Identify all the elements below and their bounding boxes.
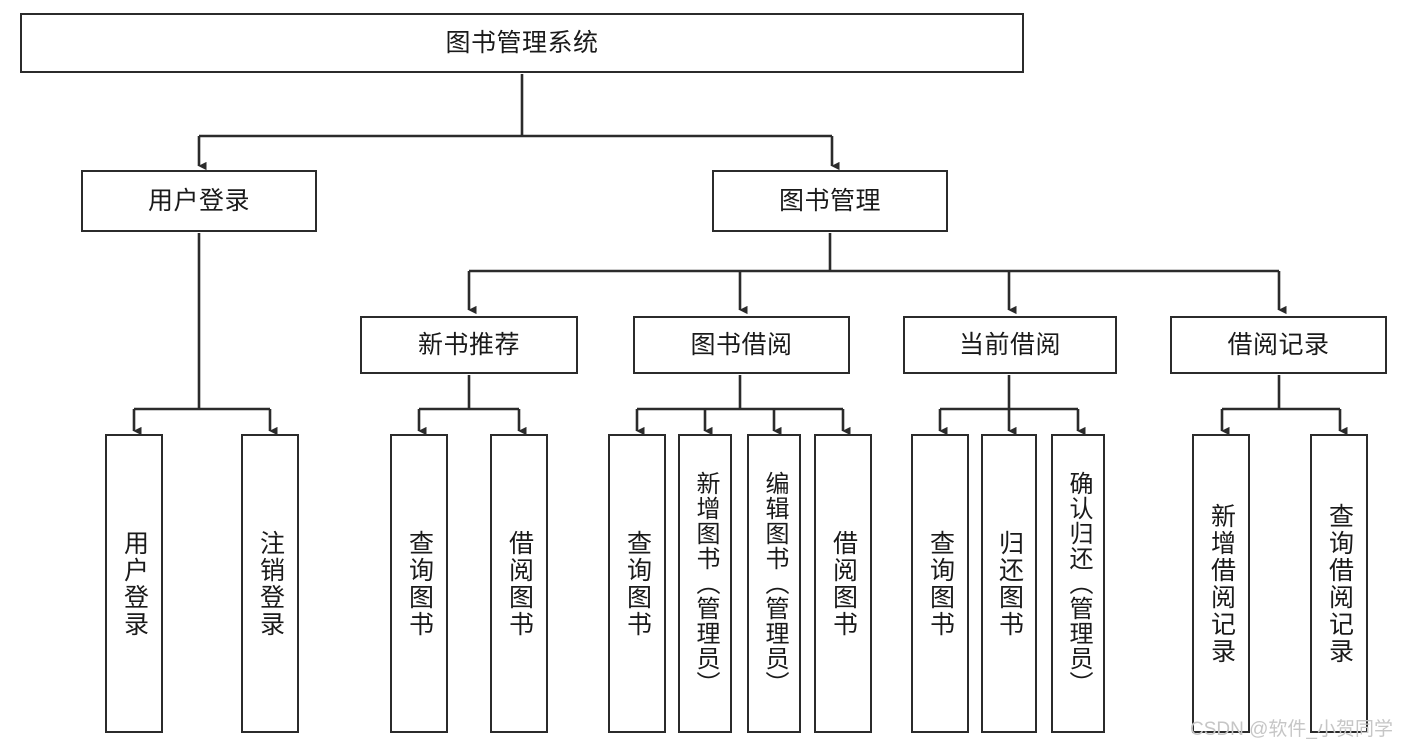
node-leaf-borrow-borrow-book[interactable]: 借阅图书: [814, 434, 872, 733]
node-root-book-management-system[interactable]: 图书管理系统: [20, 13, 1024, 73]
node-leaf-user-login-label: 用户登录: [120, 529, 149, 638]
node-leaf-borrow-add-book-admin-label: 新增图书（管理员）: [692, 471, 719, 696]
node-book-borrow-label: 图书借阅: [690, 330, 793, 359]
node-leaf-borrow-query-book-label: 查询图书: [623, 529, 652, 638]
node-leaf-user-logout[interactable]: 注销登录: [241, 434, 299, 733]
node-leaf-current-query-book[interactable]: 查询图书: [911, 434, 969, 733]
node-leaf-borrow-query-book[interactable]: 查询图书: [608, 434, 666, 733]
node-book-management-label: 图书管理: [778, 186, 881, 215]
node-book-borrow[interactable]: 图书借阅: [633, 316, 850, 374]
node-leaf-newbook-query-book-label: 查询图书: [405, 529, 434, 638]
node-leaf-newbook-borrow-book[interactable]: 借阅图书: [490, 434, 548, 733]
node-leaf-user-logout-label: 注销登录: [256, 529, 285, 638]
node-user-login-label: 用户登录: [147, 186, 250, 215]
node-book-management[interactable]: 图书管理: [712, 170, 948, 232]
node-root-label: 图书管理系统: [445, 28, 599, 57]
node-leaf-borrow-borrow-book-label: 借阅图书: [829, 529, 858, 638]
node-leaf-record-add-record-label: 新增借阅记录: [1207, 502, 1236, 665]
node-leaf-current-return-book[interactable]: 归还图书: [981, 434, 1037, 733]
node-borrow-record-label: 借阅记录: [1227, 330, 1330, 359]
node-current-borrow-label: 当前借阅: [958, 330, 1061, 359]
node-leaf-borrow-add-book-admin[interactable]: 新增图书（管理员）: [678, 434, 732, 733]
node-leaf-record-add-record[interactable]: 新增借阅记录: [1192, 434, 1250, 733]
node-leaf-current-confirm-return-admin-label: 确认归还（管理员）: [1065, 471, 1092, 696]
node-leaf-current-query-book-label: 查询图书: [926, 529, 955, 638]
csdn-watermark: CSDN @软件_小贺同学: [1190, 719, 1393, 740]
node-current-borrow[interactable]: 当前借阅: [903, 316, 1117, 374]
node-leaf-newbook-query-book[interactable]: 查询图书: [390, 434, 448, 733]
node-leaf-newbook-borrow-book-label: 借阅图书: [505, 529, 534, 638]
node-borrow-record[interactable]: 借阅记录: [1170, 316, 1387, 374]
node-new-book-recommend-label: 新书推荐: [417, 330, 520, 359]
node-leaf-user-login[interactable]: 用户登录: [105, 434, 163, 733]
node-leaf-borrow-edit-book-admin[interactable]: 编辑图书（管理员）: [747, 434, 801, 733]
node-leaf-record-query-record[interactable]: 查询借阅记录: [1310, 434, 1368, 733]
node-user-login[interactable]: 用户登录: [81, 170, 317, 232]
node-leaf-current-confirm-return-admin[interactable]: 确认归还（管理员）: [1051, 434, 1105, 733]
node-leaf-record-query-record-label: 查询借阅记录: [1325, 502, 1354, 665]
node-leaf-current-return-book-label: 归还图书: [995, 529, 1024, 638]
node-leaf-borrow-edit-book-admin-label: 编辑图书（管理员）: [761, 471, 788, 696]
node-new-book-recommend[interactable]: 新书推荐: [360, 316, 578, 374]
